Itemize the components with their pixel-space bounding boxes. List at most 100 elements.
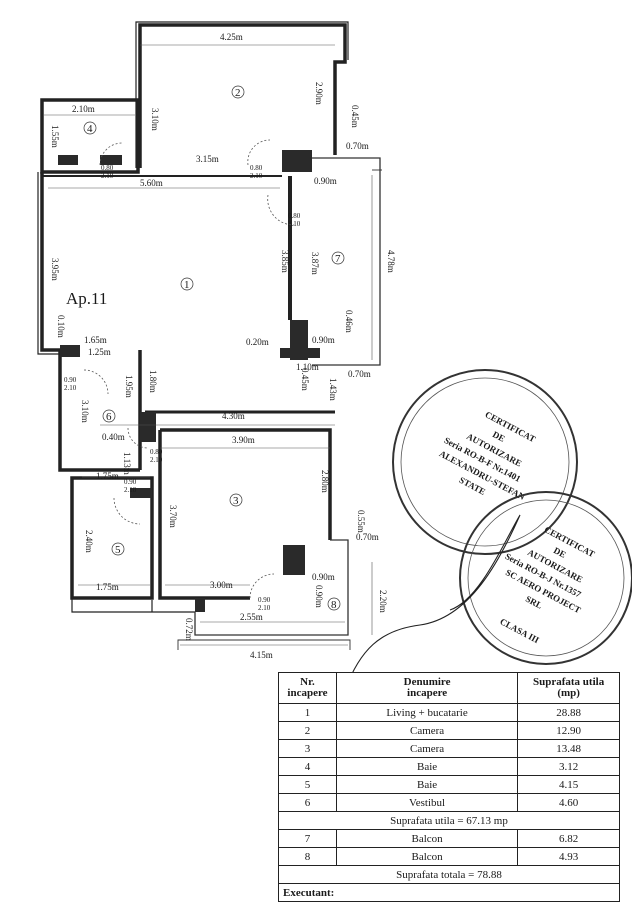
dim-label: 3.95m [50, 258, 60, 281]
room-name: Camera [335, 739, 519, 758]
dim-label: 0.90m [314, 176, 337, 186]
table-row: 6 Vestibul 4.60 [278, 793, 620, 812]
room-area: 4.15 [517, 775, 620, 794]
stamp-line: DE [552, 545, 568, 560]
executant-label: Executant: [278, 883, 620, 902]
walls [37, 21, 349, 613]
door-height: 2.10 [150, 456, 163, 464]
dim-label: 4.78m [386, 250, 396, 273]
dim-label: 1.55m [50, 125, 60, 148]
dim-label: 4.15m [250, 650, 273, 660]
apartment-label: Ap.11 [66, 289, 107, 308]
dim-label: 3.87m [310, 252, 320, 275]
stamp-line: DE [491, 429, 507, 444]
room-area: 13.48 [517, 739, 620, 758]
room-number-8: 8 [331, 599, 337, 611]
room-name: Balcon [335, 829, 519, 848]
room-area: 3.12 [517, 757, 620, 776]
room-area: 4.93 [517, 847, 620, 866]
door-width: 0.90 [124, 478, 137, 486]
room-nr: 5 [278, 775, 337, 794]
dim-label: 2.90m [314, 82, 324, 105]
dim-label: 4.25m [220, 32, 243, 42]
dim-label: 1.13m [122, 452, 132, 475]
dim-label: 1.75m [96, 582, 119, 592]
door-width: 0.90 [64, 376, 77, 384]
vertical-dimension-labels: 3.10m 2.90m 0.45m 1.55m 4.78m 3.85m 3.87… [50, 82, 396, 641]
table-row: 4 Baie 3.12 [278, 757, 620, 776]
header-room-number: Nr.incapere [278, 672, 337, 704]
room-nr: 3 [278, 739, 337, 758]
room-area: 4.60 [517, 793, 620, 812]
dim-label: 0.72m [184, 618, 194, 641]
door-width: 0.80 [288, 212, 301, 220]
subtotal-text: Suprafata utila = 67.13 mp [278, 811, 620, 830]
door-height: 2.10 [258, 604, 271, 612]
stamp-line: CERTIFICAT [483, 409, 537, 444]
dim-label: 1.95m [124, 375, 134, 398]
dim-label: 2.55m [240, 612, 263, 622]
wall-blocks [58, 150, 320, 612]
stamp-line: CERTIFICAT [543, 524, 597, 559]
room-nr: 1 [278, 703, 337, 722]
dimension-lines [44, 44, 373, 646]
dim-label: 0.70m [348, 369, 371, 379]
room-number-5: 5 [115, 544, 121, 556]
dim-label: 2.10m [72, 104, 95, 114]
dim-label: 2.80m [320, 470, 330, 493]
door-width: 0.80 [250, 164, 263, 172]
table-row: 8 Balcon 4.93 [278, 847, 620, 866]
room-nr: 7 [278, 829, 337, 848]
room-number-4: 4 [87, 123, 93, 135]
dim-label: 3.10m [150, 108, 160, 131]
room-nr: 6 [278, 793, 337, 812]
dim-label: 1.10m [296, 362, 319, 372]
dim-label: 0.45m [300, 368, 310, 391]
total-row: Suprafata totala = 78.88 [278, 865, 620, 884]
room-number-3: 3 [233, 495, 239, 507]
room-number-2: 2 [235, 87, 241, 99]
dim-label: 0.46m [344, 310, 354, 333]
dim-label: 5.60m [140, 178, 163, 188]
table-row: 1 Living + bucatarie 28.88 [278, 703, 620, 722]
door-swings [83, 139, 295, 599]
room-number-1: 1 [184, 279, 190, 291]
room-name: Baie [335, 757, 519, 776]
room-number-6: 6 [106, 411, 112, 423]
stamp-line: SRL [524, 594, 544, 611]
door-height: 2.10 [101, 172, 114, 180]
room-number-7: 7 [335, 253, 341, 265]
room-name: Baie [335, 775, 519, 794]
balcony-outlines [177, 157, 382, 650]
dim-label: 3.85m [280, 250, 290, 273]
dim-label: 3.10m [80, 400, 90, 423]
signature [344, 514, 521, 691]
dim-label: 1.65m [84, 335, 107, 345]
dim-label: 0.70m [356, 532, 379, 542]
dim-label: 0.55m [356, 510, 366, 533]
header-room-area: Suprafata utila(mp) [517, 672, 620, 704]
door-height: 2.10 [124, 486, 137, 494]
dim-label: 1.25m [88, 347, 111, 357]
room-name: Vestibul [335, 793, 519, 812]
room-area: 6.82 [517, 829, 620, 848]
room-area: 12.90 [517, 721, 620, 740]
door-width: 0.80 [150, 448, 163, 456]
door-height: 2.10 [64, 384, 77, 392]
dim-label: 0.20m [246, 337, 269, 347]
dimension-labels: 4.25m 2.10m 3.15m 0.70m 0.90m 5.60m 1.65… [72, 32, 379, 660]
dim-label: 3.00m [210, 580, 233, 590]
dim-label: 3.70m [168, 505, 178, 528]
dim-label: 0.40m [102, 432, 125, 442]
subtotal-row: Suprafata utila = 67.13 mp [278, 811, 620, 830]
